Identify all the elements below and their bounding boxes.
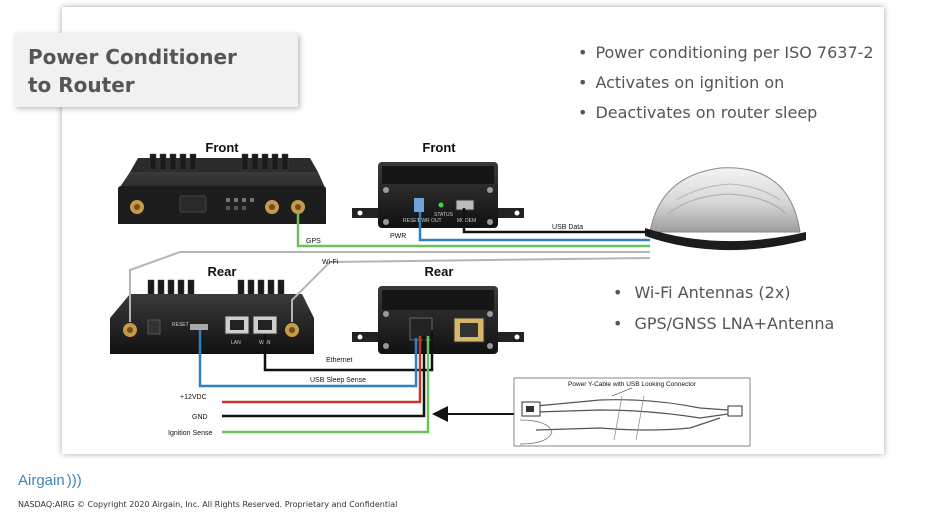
ethernet-port-icon [252,315,278,335]
signal-waves-icon: ))) [66,472,82,489]
bullet-item: Power conditioning per ISO 7637-2 [578,38,873,68]
logo-text: Airgain [18,472,65,489]
usb-data-black-wire [462,208,650,234]
wifi-wire [129,251,650,322]
title-line-2: to Router [28,73,135,97]
vdc-label: +12VDC [180,394,207,401]
copyright-footer: NASDAQ:AIRG © Copyright 2020 Airgain, In… [18,500,398,509]
router-rear-device: RESET LAN WAN [110,279,314,354]
feature-bullets: Power conditioning per ISO 7637-2 Activa… [578,38,874,128]
ground-wire [222,336,426,418]
usb-data-label: USB Data [552,224,583,231]
ignition-wire [222,336,430,434]
dome-antenna-icon [645,167,806,251]
ethernet-port-icon [453,317,485,343]
antenna-bullets: Wi-Fi Antennas (2x) GPS/GNSS LNA+Antenna [613,277,834,339]
ethernet-port-icon [224,315,250,335]
gps-wire-label: GPS [306,238,321,245]
router-front-device [118,153,326,224]
bullet-item: Deactivates on router sleep [578,98,874,128]
conditioner-front-label: Front [422,140,456,155]
sma-connector-icon [291,200,305,214]
port-label: RESET [172,322,189,328]
bullet-item: Wi-Fi Antennas (2x) [613,277,834,308]
sma-connector-icon [265,200,279,214]
y-cable-drawing: Power Y-Cable with USB Looking Connector [513,377,751,447]
ignition-sense-label: Ignition Sense [168,430,212,437]
router-front-label: Front [205,140,239,155]
wifi-wire-label: Wi-Fi [322,259,339,266]
port-label: LAN [231,340,241,346]
title-box: Power Conditioner to Router [14,33,298,107]
bullet-item: Activates on ignition on [578,68,874,98]
conditioner-rear-device [352,286,524,354]
bullet-item: GPS/GNSS LNA+Antenna [613,308,834,339]
ethernet-label: Ethernet [326,357,353,364]
port-label: STATUS [434,212,454,218]
ethernet-wire [263,330,434,372]
sma-connector-icon [130,200,144,214]
title-line-1: Power Conditioner [28,45,237,69]
conditioner-front-device: RESET PWR OUT STATUS MODEM [352,162,524,228]
port-label: RESET [403,218,420,224]
airgain-logo: Airgain))) [18,472,82,489]
gnd-label: GND [192,414,208,421]
port-label: MODEM [457,218,476,224]
conditioner-rear-label: Rear [425,264,454,279]
power-wire [222,336,422,404]
sma-connector-icon [123,323,137,337]
usb-data-wire [418,212,650,242]
gps-wire [296,214,650,248]
router-rear-label: Rear [208,264,237,279]
port-label: PWR OUT [418,218,442,224]
page-title: Power Conditioner to Router [28,43,237,99]
sma-connector-icon [285,323,299,337]
wifi-wire [291,257,651,322]
pwr-label: PWR [390,233,406,240]
usb-sleep-sense-label: USB Sleep Sense [310,377,366,384]
cable-label: Power Y-Cable with USB Looking Connector [568,381,697,388]
usb-sleep-wire [198,330,418,388]
